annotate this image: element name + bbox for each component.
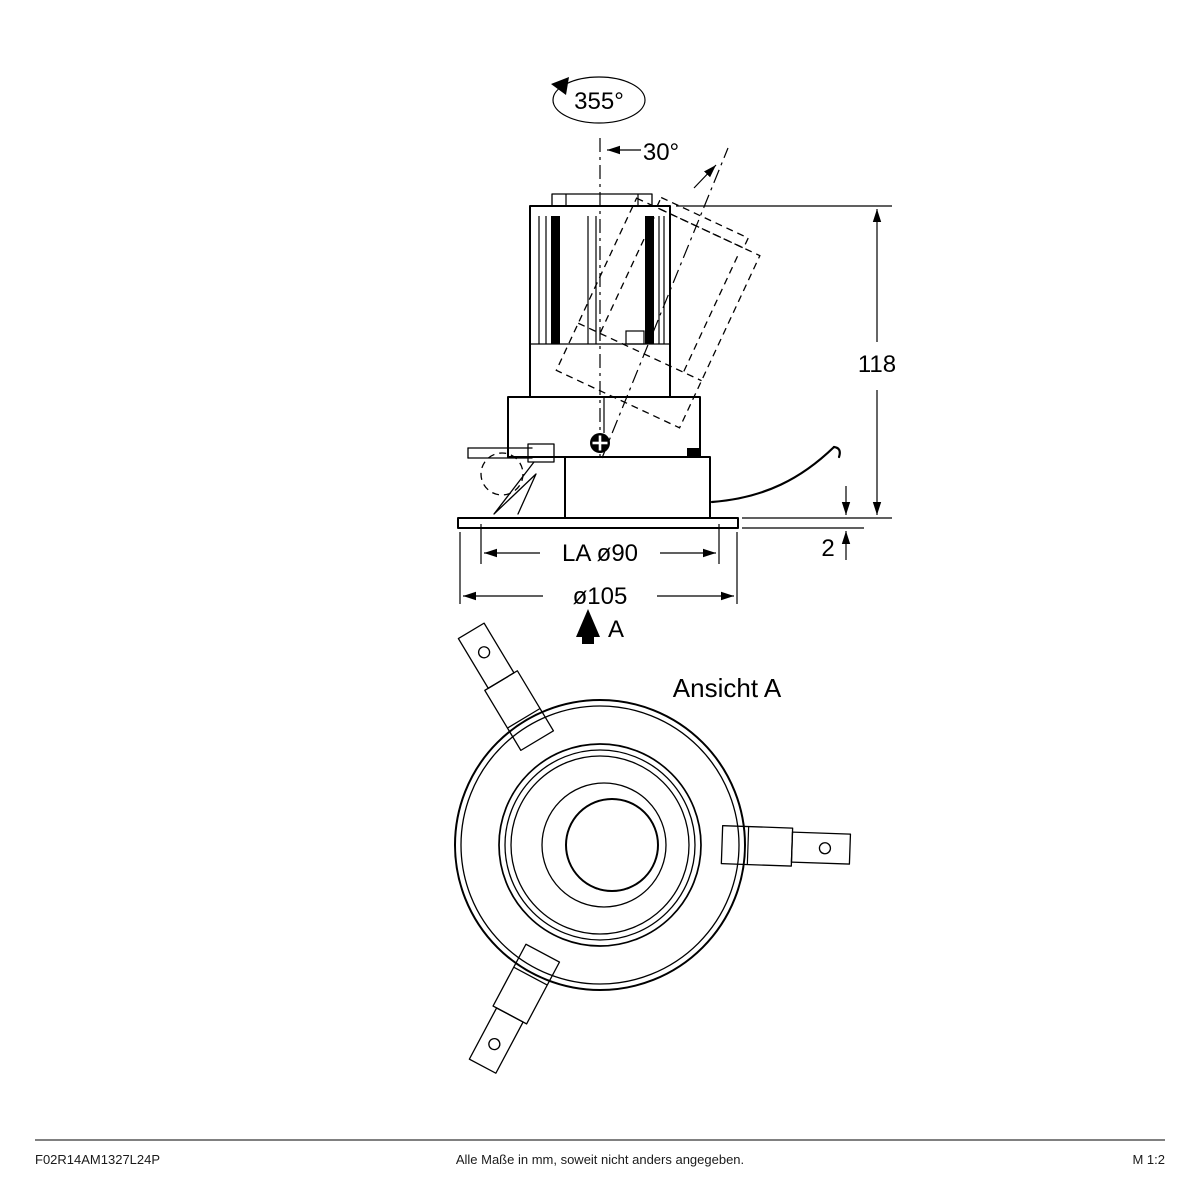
- height-label: 118: [858, 351, 896, 378]
- rotation-arrow-icon: [551, 77, 569, 95]
- flange-thickness-label: 2: [821, 535, 834, 562]
- spring-block: [527, 443, 555, 463]
- top-view: Ansicht A: [454, 622, 852, 1074]
- footer: F02R14AM1327L24P Alle Maße in mm, soweit…: [35, 1139, 1165, 1167]
- side-view: 355° 30°: [457, 76, 896, 644]
- right-spring-wire: [710, 445, 841, 504]
- lamp-aperture: [565, 798, 659, 892]
- clip-screw-hole: [477, 646, 491, 659]
- article-number: F02R14AM1327L24P: [35, 1152, 160, 1167]
- rotation-angle-label: 355°: [574, 88, 624, 115]
- trim-flange: [457, 517, 739, 529]
- tilt-arrow-right: [693, 164, 717, 189]
- trim-rings: [454, 699, 746, 991]
- body-detail: [625, 330, 645, 345]
- view-direction-marker: A: [576, 609, 624, 644]
- recessed-housing: [564, 456, 711, 519]
- scale-label: M 1:2: [1132, 1152, 1165, 1167]
- cutout-label: LA ø90: [562, 540, 638, 567]
- height-dimension: 118: [676, 205, 896, 519]
- outer-diameter-dimension: ø105: [459, 532, 738, 610]
- cutout-dimension: LA ø90: [480, 524, 720, 567]
- clip-screw-hole: [488, 1037, 501, 1051]
- view-direction-arrow-icon: [576, 609, 600, 637]
- left-retaining-spring: [467, 443, 555, 515]
- tilted-centerline: [601, 147, 729, 459]
- rotation-symbol: 355°: [551, 76, 646, 124]
- lamp-top-cap: [551, 193, 653, 207]
- cone-ring: [541, 782, 667, 908]
- dimensions-note: Alle Maße in mm, soweit nicht anders ang…: [456, 1152, 744, 1167]
- spring-clip-top-left: [457, 622, 555, 752]
- top-view-title: Ansicht A: [673, 673, 782, 703]
- terminal-block: [687, 448, 701, 457]
- view-marker-label: A: [608, 616, 624, 643]
- heatsink-fin: [551, 216, 560, 344]
- lamp-body: [529, 193, 671, 398]
- spring-clip-right: [720, 825, 852, 867]
- outer-diameter-label: ø105: [573, 583, 628, 610]
- tilt-dimension: 30°: [607, 139, 717, 189]
- flange-thickness-dimension: 2: [742, 486, 864, 562]
- spring-leaf: [493, 461, 537, 515]
- mounting-yoke: [507, 396, 701, 458]
- reflector-ring: [498, 743, 702, 947]
- view-direction-arrow-stem: [582, 637, 594, 644]
- clip-screw-hole: [818, 842, 832, 855]
- outer-flange-ring: [454, 699, 746, 991]
- tilt-angle-label: 30°: [643, 139, 679, 166]
- rotation-ellipse: [552, 76, 646, 124]
- spring-clip-bottom-left: [468, 943, 561, 1074]
- heatsink-fin: [645, 216, 654, 344]
- spring-phantom-arc: [480, 452, 524, 496]
